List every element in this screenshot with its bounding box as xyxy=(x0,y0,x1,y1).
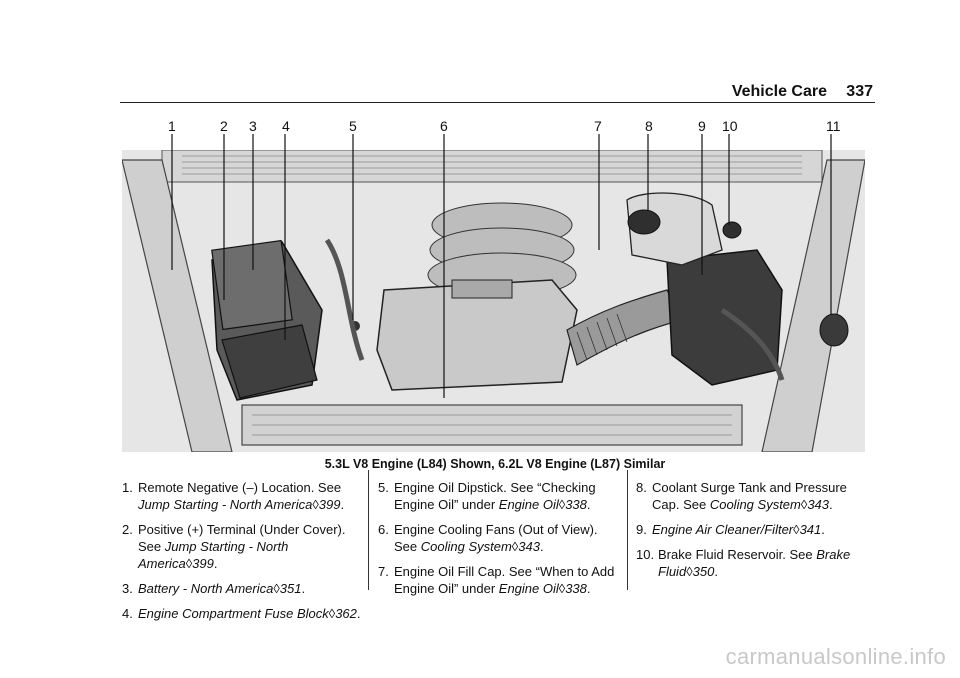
legend-item-5: 5. Engine Oil Dipstick. See “Checking En… xyxy=(378,479,623,513)
engine-compartment-illustration xyxy=(122,150,865,452)
legend-end: . xyxy=(340,497,345,512)
legend-end: . xyxy=(821,522,825,537)
legend-end: . xyxy=(356,606,361,621)
page-header: Vehicle Care 337 xyxy=(120,80,875,103)
page-ref[interactable]: 338 xyxy=(565,497,587,512)
legend-end: . xyxy=(301,581,306,596)
legend-end: . xyxy=(829,497,833,512)
engine-drawing xyxy=(122,150,865,452)
legend-item-4: 4. Engine Compartment Fuse Block◊362. xyxy=(122,605,362,622)
page-number: 337 xyxy=(846,83,873,100)
xref-link[interactable]: Battery - North America xyxy=(138,581,274,596)
page-arrow-icon: ◊ xyxy=(793,522,800,537)
legend-item-9: 9. Engine Air Cleaner/Filter◊341. xyxy=(636,521,872,538)
page-ref[interactable]: 399 xyxy=(318,497,341,512)
legend-text: Engine Cooling Fans (Out of View). See xyxy=(394,522,598,554)
page-arrow-icon: ◊ xyxy=(273,581,280,596)
legend-number: 7. xyxy=(378,564,389,579)
legend-text: Positive (+) Terminal (Under Cover). See xyxy=(138,522,346,554)
page-ref[interactable]: 343 xyxy=(518,539,540,554)
legend-number: 4. xyxy=(122,606,133,621)
legend-text: Engine Oil Fill Cap. See “When to Add En… xyxy=(394,564,615,596)
page-arrow-icon: ◊ xyxy=(511,539,519,554)
column-divider xyxy=(627,470,628,590)
xref-link[interactable]: Jump Starting - North America xyxy=(138,539,289,571)
xref-link[interactable]: Engine Compartment Fuse Block xyxy=(138,606,329,621)
legend-end: . xyxy=(586,581,591,596)
watermark: carmanualsonline.info xyxy=(725,644,946,669)
figure-caption: 5.3L V8 Engine (L84) Shown, 6.2L V8 Engi… xyxy=(324,457,666,471)
legend-item-3: 3. Battery - North America◊351. xyxy=(122,580,362,597)
legend-text: Engine Oil Dipstick. See “Checking Engin… xyxy=(394,480,596,512)
legend-item-2: 2. Positive (+) Terminal (Under Cover). … xyxy=(122,521,362,572)
legend-column-2: 5. Engine Oil Dipstick. See “Checking En… xyxy=(378,479,623,605)
legend-item-8: 8. Coolant Surge Tank and Pressure Cap. … xyxy=(636,479,872,513)
legend-text: Remote Negative (–) Location. See xyxy=(138,480,342,495)
legend-number: 1. xyxy=(122,480,133,495)
page-arrow-icon: ◊ xyxy=(312,497,319,512)
legend-number: 10. xyxy=(636,547,655,562)
legend-number: 5. xyxy=(378,480,389,495)
xref-link[interactable]: Engine Oil xyxy=(498,581,559,596)
page-ref[interactable]: 350 xyxy=(692,564,715,579)
legend-number: 9. xyxy=(636,522,647,537)
xref-link[interactable]: Engine Oil xyxy=(498,497,559,512)
legend-number: 3. xyxy=(122,581,133,596)
page-arrow-icon: ◊ xyxy=(686,564,693,579)
legend-number: 6. xyxy=(378,522,389,537)
legend-end: . xyxy=(714,564,718,579)
legend-item-10: 10. Brake Fluid Reservoir. See Brake Flu… xyxy=(636,546,872,580)
section-title: Vehicle Care xyxy=(731,83,827,100)
page-ref[interactable]: 399 xyxy=(192,556,214,571)
legend-number: 8. xyxy=(636,480,647,495)
page-arrow-icon: ◊ xyxy=(558,581,566,596)
page-ref[interactable]: 351 xyxy=(279,581,302,596)
page-arrow-icon: ◊ xyxy=(328,606,336,621)
legend-end: . xyxy=(586,497,591,512)
page-ref[interactable]: 338 xyxy=(565,581,587,596)
xref-link[interactable]: Jump Starting - North America xyxy=(138,497,313,512)
xref-link[interactable]: Brake Fluid xyxy=(658,547,851,579)
legend-text: Coolant Surge Tank and Pressure Cap. See xyxy=(652,480,847,512)
page-arrow-icon: ◊ xyxy=(185,556,193,571)
column-divider xyxy=(368,470,369,590)
page-ref[interactable]: 343 xyxy=(807,497,830,512)
legend-text: Brake Fluid Reservoir. See xyxy=(658,547,817,562)
legend-number: 2. xyxy=(122,522,133,537)
legend-item-6: 6. Engine Cooling Fans (Out of View). Se… xyxy=(378,521,623,555)
page-arrow-icon: ◊ xyxy=(558,497,566,512)
legend-column-3: 8. Coolant Surge Tank and Pressure Cap. … xyxy=(636,479,872,588)
xref-link[interactable]: Engine Air Cleaner/Filter xyxy=(652,522,794,537)
page-arrow-icon: ◊ xyxy=(800,497,808,512)
page-ref[interactable]: 362 xyxy=(335,606,357,621)
xref-link[interactable]: Cooling System xyxy=(709,497,801,512)
leader-lines-top xyxy=(171,134,832,150)
legend-end: . xyxy=(539,539,544,554)
legend-item-7: 7. Engine Oil Fill Cap. See “When to Add… xyxy=(378,563,623,597)
legend-item-1: 1. Remote Negative (–) Location. See Jum… xyxy=(122,479,362,513)
legend-end: . xyxy=(213,556,218,571)
page-ref[interactable]: 341 xyxy=(799,522,822,537)
xref-link[interactable]: Cooling System xyxy=(420,539,512,554)
legend-column-1: 1. Remote Negative (–) Location. See Jum… xyxy=(122,479,362,630)
